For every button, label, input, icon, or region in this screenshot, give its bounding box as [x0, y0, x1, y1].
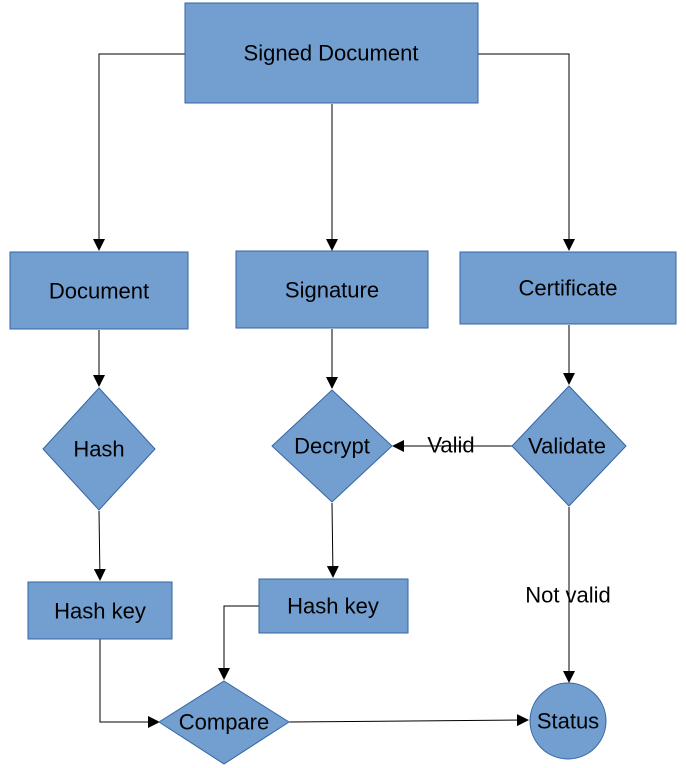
node-signature-label: Signature: [285, 278, 379, 303]
edges: [93, 53, 575, 728]
node-status: [529, 682, 607, 760]
node-signature: [235, 250, 429, 329]
edge-hash-to-hash-key: [93, 510, 106, 581]
node-compare-label: Compare: [179, 710, 269, 735]
node-hash-key-mid-label: Hash key: [287, 594, 379, 619]
node-document-label: Document: [49, 279, 149, 304]
edge-hash-key-mid-to-compare: [218, 605, 259, 680]
node-hash-key-left: [27, 581, 173, 640]
node-validate-label: Validate: [528, 434, 606, 459]
nodes: Signed Document Document Signature Certi…: [9, 2, 677, 765]
node-hash-label: Hash: [73, 437, 124, 462]
node-decrypt: [271, 389, 393, 503]
edge-signed-document-to-certificate: [478, 53, 575, 251]
node-decrypt-label: Decrypt: [294, 434, 370, 459]
node-status-label: Status: [537, 709, 599, 734]
node-signed-document: [184, 2, 479, 104]
edge-labels: Valid Not valid: [427, 433, 610, 608]
edge-compare-to-status: [288, 714, 529, 727]
node-hash: [42, 387, 156, 511]
edge-signed-document-to-document: [93, 53, 185, 251]
node-validate: [511, 385, 627, 507]
node-document: [9, 251, 189, 330]
node-signed-document-label: Signed Document: [244, 41, 419, 66]
node-hash-key-left-label: Hash key: [54, 599, 146, 624]
node-certificate: [459, 251, 677, 325]
edge-hash-key-left-to-compare: [99, 639, 160, 728]
edge-label-valid: Valid: [427, 433, 474, 458]
node-certificate-label: Certificate: [518, 276, 617, 301]
edge-decrypt-to-hash-key: [326, 502, 339, 578]
node-compare: [158, 680, 290, 765]
node-hash-key-mid: [258, 578, 409, 634]
edge-label-not-valid: Not valid: [525, 583, 611, 608]
